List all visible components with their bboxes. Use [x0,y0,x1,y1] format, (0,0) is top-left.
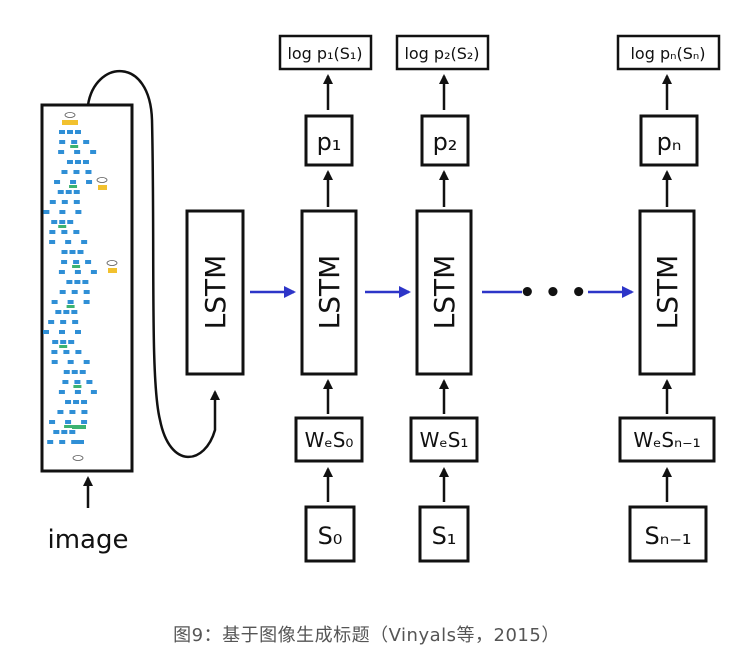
step-column-n: log pₙ(Sₙ) pₙ LSTM WₑSₙ₋₁ Sₙ₋₁ [616,34,721,563]
lstm-initial-label: LSTM [199,255,232,330]
input-label-2: S₁ [432,522,457,550]
lstm-label-n: LSTM [651,255,684,330]
lstm-initial: LSTM [185,209,245,376]
figure-caption: 图9：基于图像生成标题（Vinyals等，2015） [173,625,560,646]
log-prob-label-1: log p₁(S₁) [287,44,362,63]
embed-label-1: WₑS₀ [305,428,354,452]
ellipsis-dots: • • • [519,278,587,308]
log-prob-label-2: log p₂(S₂) [404,44,479,63]
step-column-1: log p₁(S₁) p₁ LSTM WₑS₀ S₀ [278,34,373,563]
image-label: image [48,525,129,555]
lstm-label-1: LSTM [313,255,346,330]
diagram-canvas: image LSTM log p₁(S₁) p₁ LSTM WₑS₀ S₀ lo… [40,34,721,563]
cnn-encoder [40,103,134,473]
prob-label-n: pₙ [657,128,682,156]
embed-label-2: WₑS₁ [420,428,469,452]
embed-label-n: WₑSₙ₋₁ [633,428,700,452]
image-feature-connector [86,69,220,459]
cnn-network-thumbnail [43,112,118,461]
step-column-2: log p₂(S₂) p₂ LSTM WₑS₁ S₁ [395,34,490,563]
prob-label-1: p₁ [317,128,342,156]
lstm-label-2: LSTM [428,255,461,330]
prob-label-2: p₂ [433,128,458,156]
log-prob-label-n: log pₙ(Sₙ) [630,44,705,63]
input-label-n: Sₙ₋₁ [644,522,691,550]
input-label-1: S₀ [318,522,343,550]
